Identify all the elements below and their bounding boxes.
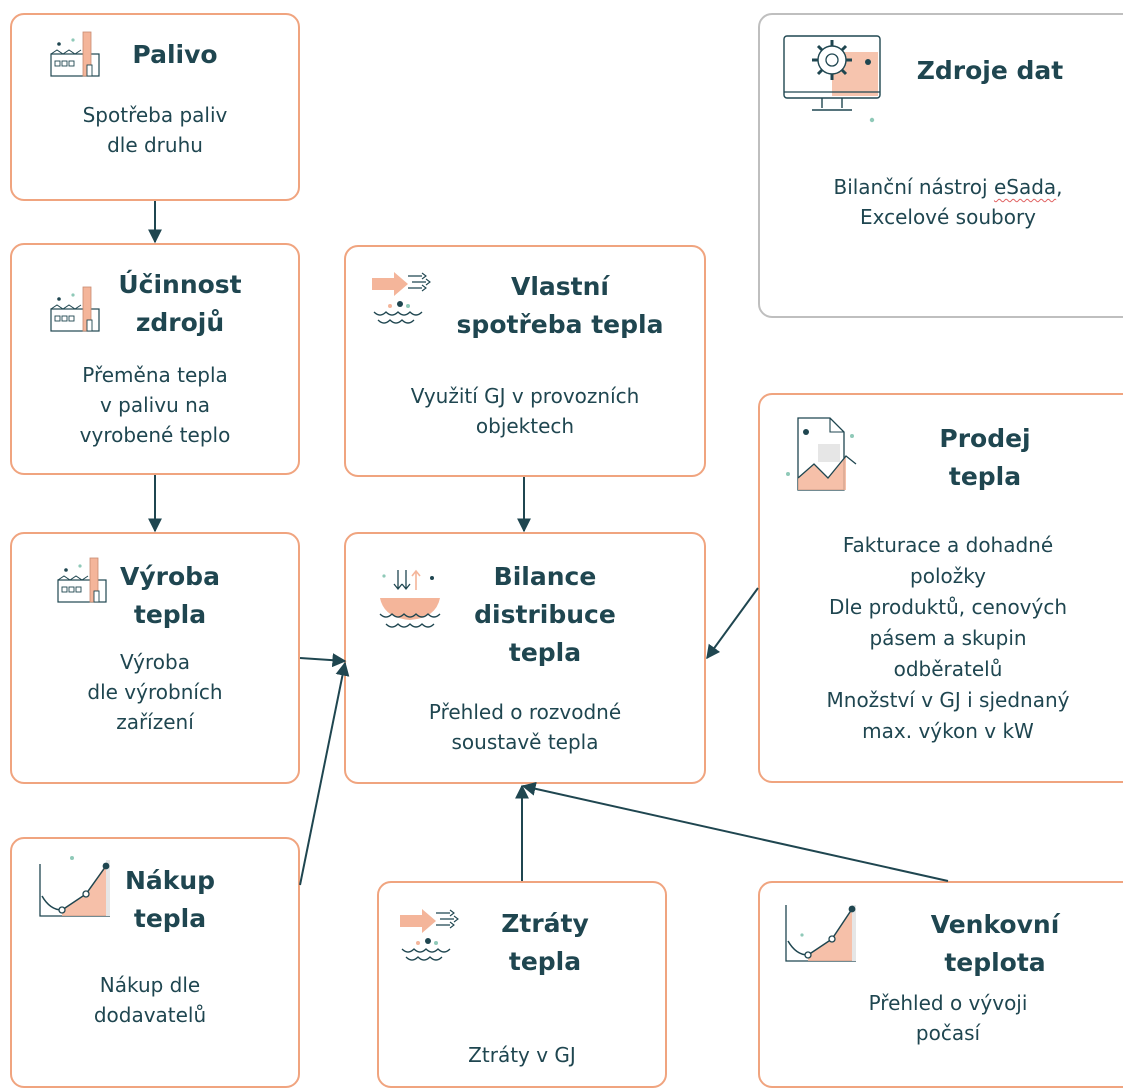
node-palivo-title: Palivo — [132, 40, 218, 69]
title-line: Prodej — [939, 424, 1031, 453]
title-line: Ztráty — [501, 909, 589, 938]
desc-line: Nákup dle — [99, 973, 201, 997]
node-nakup-title: Nákup tepla — [120, 862, 220, 938]
desc-line: Přehled o rozvodné — [428, 700, 622, 724]
desc-text: , — [1056, 175, 1063, 199]
title-line: distribuce — [474, 600, 616, 629]
heat-flow-icon — [400, 909, 459, 961]
desc-line: v palivu na — [99, 393, 211, 417]
title-line: tepla — [508, 638, 582, 667]
title-line: tepla — [133, 600, 207, 629]
node-bilance — [344, 532, 706, 784]
heat-flow-icon — [372, 272, 431, 324]
edge-venkovni-bilance — [521, 781, 949, 882]
node-prodej-desc: Fakturace a dohadné položky Dle produktů… — [768, 530, 1123, 747]
title-line: Bilance — [493, 562, 597, 591]
node-venkovni-desc: Přehled o vývoji počasí — [768, 988, 1123, 1048]
desc-text: Bilanční nástroj — [833, 175, 994, 199]
title-line: teplota — [944, 948, 1046, 977]
desc-line: pásem a skupin — [869, 626, 1027, 650]
line-chart-icon — [39, 856, 110, 917]
node-ztraty-desc: Ztráty v GJ — [468, 1043, 576, 1067]
title-line: Výroba — [120, 562, 220, 591]
node-ucinnost — [10, 243, 300, 475]
desc-line: Výroba — [120, 650, 190, 674]
edge-prodej-bilance — [706, 587, 759, 660]
title-line: spotřeba tepla — [456, 310, 664, 339]
desc-line: Fakturace a dohadné — [842, 533, 1054, 557]
desc-line: max. výkon v kW — [862, 719, 1034, 743]
desc-line: zařízení — [116, 710, 194, 734]
node-zdroje-title: Zdroje dat — [916, 56, 1064, 85]
desc-line: dle druhu — [107, 133, 203, 157]
node-ztraty-title: Ztráty tepla — [490, 905, 600, 981]
node-nakup — [10, 837, 300, 1088]
node-nakup-desc: Nákup dle dodavatelů — [80, 970, 220, 1030]
node-vyroba-title: Výroba tepla — [120, 558, 220, 634]
title-line: Účinnost — [118, 270, 242, 299]
node-palivo-desc: Spotřeba paliv dle druhu — [20, 100, 290, 160]
factory-icon — [50, 31, 100, 77]
desc-line: Dle produktů, cenových — [828, 595, 1068, 619]
factory-icon — [57, 557, 107, 603]
desc-line: vyrobené teplo — [79, 423, 231, 447]
desc-line: Přeměna tepla — [82, 363, 228, 387]
monitor-gear-icon — [783, 35, 881, 123]
desc-line: objektech — [475, 414, 575, 438]
edge-nakup-bilance — [299, 661, 350, 886]
node-prodej-title: Prodej tepla — [915, 420, 1055, 496]
desc-line: Spotřeba paliv — [82, 103, 228, 127]
factory-icon — [50, 286, 100, 332]
node-vlastni-title: Vlastní spotřeba tepla — [440, 268, 680, 344]
title-line: tepla — [508, 947, 582, 976]
node-venkovni-title: Venkovní teplota — [905, 906, 1085, 982]
desc-line: položky — [910, 564, 986, 588]
desc-line: soustavě tepla — [451, 730, 599, 754]
water-heat-icon — [379, 569, 441, 628]
node-bilance-title: Bilance distribuce tepla — [470, 558, 620, 672]
node-venkovni — [758, 881, 1123, 1088]
edge-vyroba-bilance — [299, 653, 347, 668]
node-bilance-desc: Přehled o rozvodné soustavě tepla — [354, 697, 696, 757]
desc-line: odběratelů — [893, 657, 1003, 681]
title-line: Venkovní — [930, 910, 1060, 939]
desc-line: počasí — [915, 1021, 981, 1045]
node-vyroba — [10, 532, 300, 784]
desc-line: Využití GJ v provozních — [410, 384, 640, 408]
title-line: Vlastní — [511, 272, 609, 301]
title-line: zdrojů — [135, 308, 225, 337]
node-ucinnost-desc: Přeměna tepla v palivu na vyrobené teplo — [20, 360, 290, 450]
title-line: tepla — [133, 904, 207, 933]
title-line: tepla — [948, 462, 1022, 491]
desc-text: Excelové soubory — [859, 205, 1037, 229]
line-chart-icon — [785, 905, 856, 962]
esada-link: eSada — [993, 175, 1057, 199]
node-ucinnost-title: Účinnost zdrojů — [110, 266, 250, 342]
desc-line: dle výrobních — [87, 680, 223, 704]
node-vlastni-desc: Využití GJ v provozních objektech — [354, 381, 696, 441]
node-zdroje-desc: Bilanční nástroj eSada, Excelové soubory — [768, 172, 1123, 232]
document-chart-icon — [786, 417, 857, 491]
desc-line: Přehled o vývoji — [868, 991, 1028, 1015]
desc-line: dodavatelů — [93, 1003, 207, 1027]
desc-line: Množství v GJ i sjednaný — [826, 688, 1070, 712]
node-vyroba-desc: Výroba dle výrobních zařízení — [20, 647, 290, 737]
title-line: Nákup — [124, 866, 216, 895]
